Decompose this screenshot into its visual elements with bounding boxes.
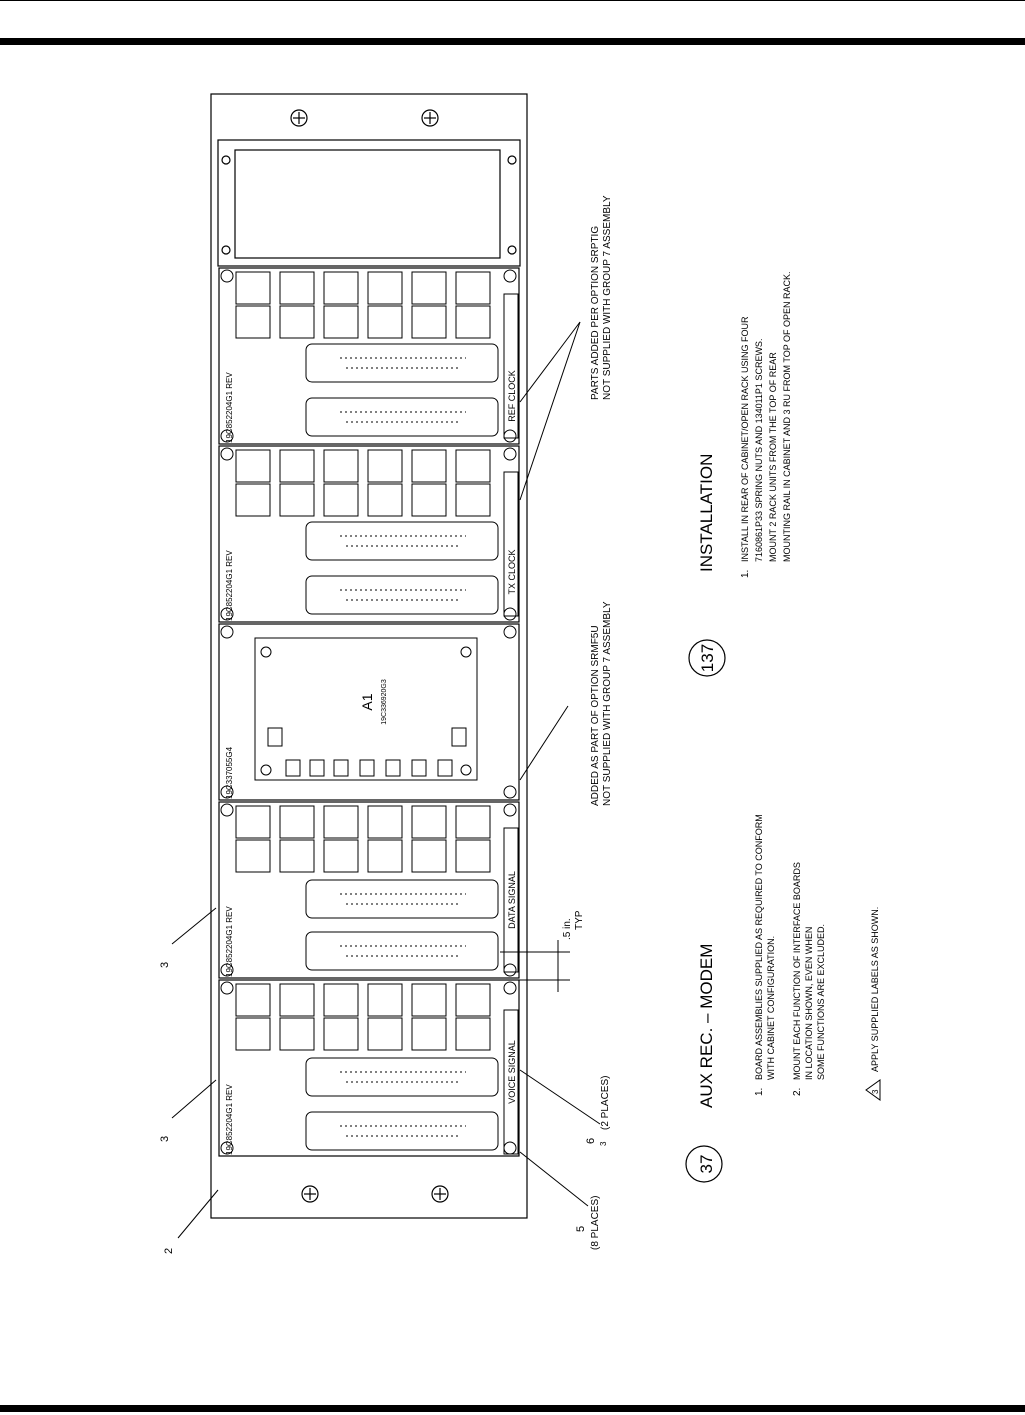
note2-line2: IN LOCATION SHOWN, EVEN WHEN bbox=[804, 927, 814, 1080]
circle-number-137: 137 bbox=[698, 644, 717, 672]
note3-flag-number: 3 bbox=[871, 1089, 880, 1094]
page-circle-37 bbox=[685, 1145, 723, 1183]
callout-item-6: 6 bbox=[585, 1138, 597, 1144]
installation-title: INSTALLATION bbox=[697, 454, 716, 572]
function-label-voice-signal: VOICE SIGNAL bbox=[507, 1040, 517, 1104]
assembly-label: 19C852204G1 REV bbox=[225, 372, 234, 443]
installation-line3: MOUNT 2 RACK UNITS FROM THE TOP OF REAR bbox=[768, 352, 778, 562]
note-flag-triangle bbox=[865, 1079, 881, 1101]
dimension-label: .5 in. bbox=[562, 918, 573, 940]
dimension-typ: TYP bbox=[574, 910, 585, 930]
rj-jack-array bbox=[235, 449, 491, 517]
note1-line1: BOARD ASSEMBLIES SUPPLIED AS REQUIRED TO… bbox=[754, 814, 764, 1080]
board-ref-clock bbox=[220, 269, 519, 443]
function-label-data-signal: DATA SIGNAL bbox=[507, 871, 517, 929]
installation-note-number: 1. bbox=[740, 570, 751, 578]
note3-text: APPLY SUPPLIED LABELS AS SHOWN. bbox=[870, 907, 880, 1072]
notes-title: AUX REC. – MODEM bbox=[697, 944, 716, 1108]
note1-number: 1. bbox=[754, 1088, 765, 1096]
d-connector bbox=[305, 343, 499, 383]
assembly-label: 19C852204G1 REV bbox=[225, 1084, 234, 1155]
installation-line2: 7160861P33 SPRING NUTS AND 134011P1 SCRE… bbox=[754, 339, 764, 562]
callouts: 2 3 3 5 (8 PLACES) 6 3 (2 PLACES) .5 in.… bbox=[159, 195, 613, 1254]
header-thin-rule bbox=[0, 0, 1025, 1]
srmf5u-note-line2: NOT SUPPLIED WITH GROUP 7 ASSEMBLY bbox=[602, 601, 613, 806]
notes-aux-rec-modem: 37 AUX REC. – MODEM 1. BOARD ASSEMBLIES … bbox=[685, 814, 881, 1183]
callout-item-5: 5 bbox=[575, 1226, 587, 1232]
label-slot bbox=[503, 293, 519, 439]
callout-item-3a: 3 bbox=[159, 1136, 171, 1142]
function-label-tx-clock: TX CLOCK bbox=[507, 549, 517, 594]
rj-jack-array bbox=[235, 805, 491, 873]
callout-item-2: 2 bbox=[163, 1248, 175, 1254]
callout-item-3b: 3 bbox=[159, 962, 171, 968]
callout-item-5-places: (8 PLACES) bbox=[590, 1196, 601, 1250]
callout-item-6-places: (2 PLACES) bbox=[600, 1076, 611, 1130]
circle-number-37: 37 bbox=[697, 1155, 716, 1174]
note1-line2: WITH CABINET CONFIGURATION. bbox=[766, 936, 776, 1080]
leader-lines bbox=[171, 321, 601, 1239]
note2-number: 2. bbox=[792, 1088, 803, 1096]
srptig-note-line1: PARTS ADDED PER OPTION SRPTIG bbox=[590, 226, 601, 400]
panel-labels: 19C852204G1 REV 19C852204G1 REV 19C33705… bbox=[225, 370, 517, 1155]
modem-module-a1 bbox=[220, 625, 517, 799]
assembly-label: 19C337055G4 bbox=[225, 746, 234, 799]
installation-line1: INSTALL IN REAR OF CABINET/OPEN RACK USI… bbox=[740, 316, 750, 562]
callout-item-6-note-flag: 3 bbox=[599, 1141, 608, 1146]
module-part-number: 19C336920G3 bbox=[381, 679, 388, 725]
board-voice-signal bbox=[220, 981, 519, 1155]
function-label-ref-clock: REF CLOCK bbox=[507, 370, 517, 422]
rj-jack-array bbox=[235, 271, 491, 339]
footer-rule bbox=[0, 1405, 1025, 1412]
assembly-label: 19C852204G1 REV bbox=[225, 550, 234, 621]
notes-installation: 137 INSTALLATION 1. INSTALL IN REAR OF C… bbox=[688, 271, 792, 677]
note2-line1: MOUNT EACH FUNCTION OF INTERFACE BOARDS bbox=[792, 862, 802, 1080]
srptig-note-line2: NOT SUPPLIED WITH GROUP 7 ASSEMBLY bbox=[602, 195, 613, 400]
d-connector bbox=[305, 397, 499, 437]
board-tx-clock bbox=[220, 447, 519, 621]
header-rule bbox=[0, 38, 1025, 45]
rack-panel bbox=[210, 93, 528, 1219]
rj-jack-array bbox=[235, 983, 491, 1051]
board-data-signal bbox=[220, 803, 519, 977]
srmf5u-note-line1: ADDED AS PART OF OPTION SRMF5U bbox=[590, 625, 601, 806]
note2-line3: SOME FUNCTIONS ARE EXCLUDED. bbox=[816, 924, 826, 1080]
installation-line4: MOUNTING RAIL IN CABINET AND 3 RU FROM T… bbox=[782, 271, 792, 562]
module-label: A1 bbox=[359, 693, 375, 710]
page-circle-137 bbox=[688, 639, 726, 677]
assembly-label: 19C852204G1 REV bbox=[225, 906, 234, 977]
